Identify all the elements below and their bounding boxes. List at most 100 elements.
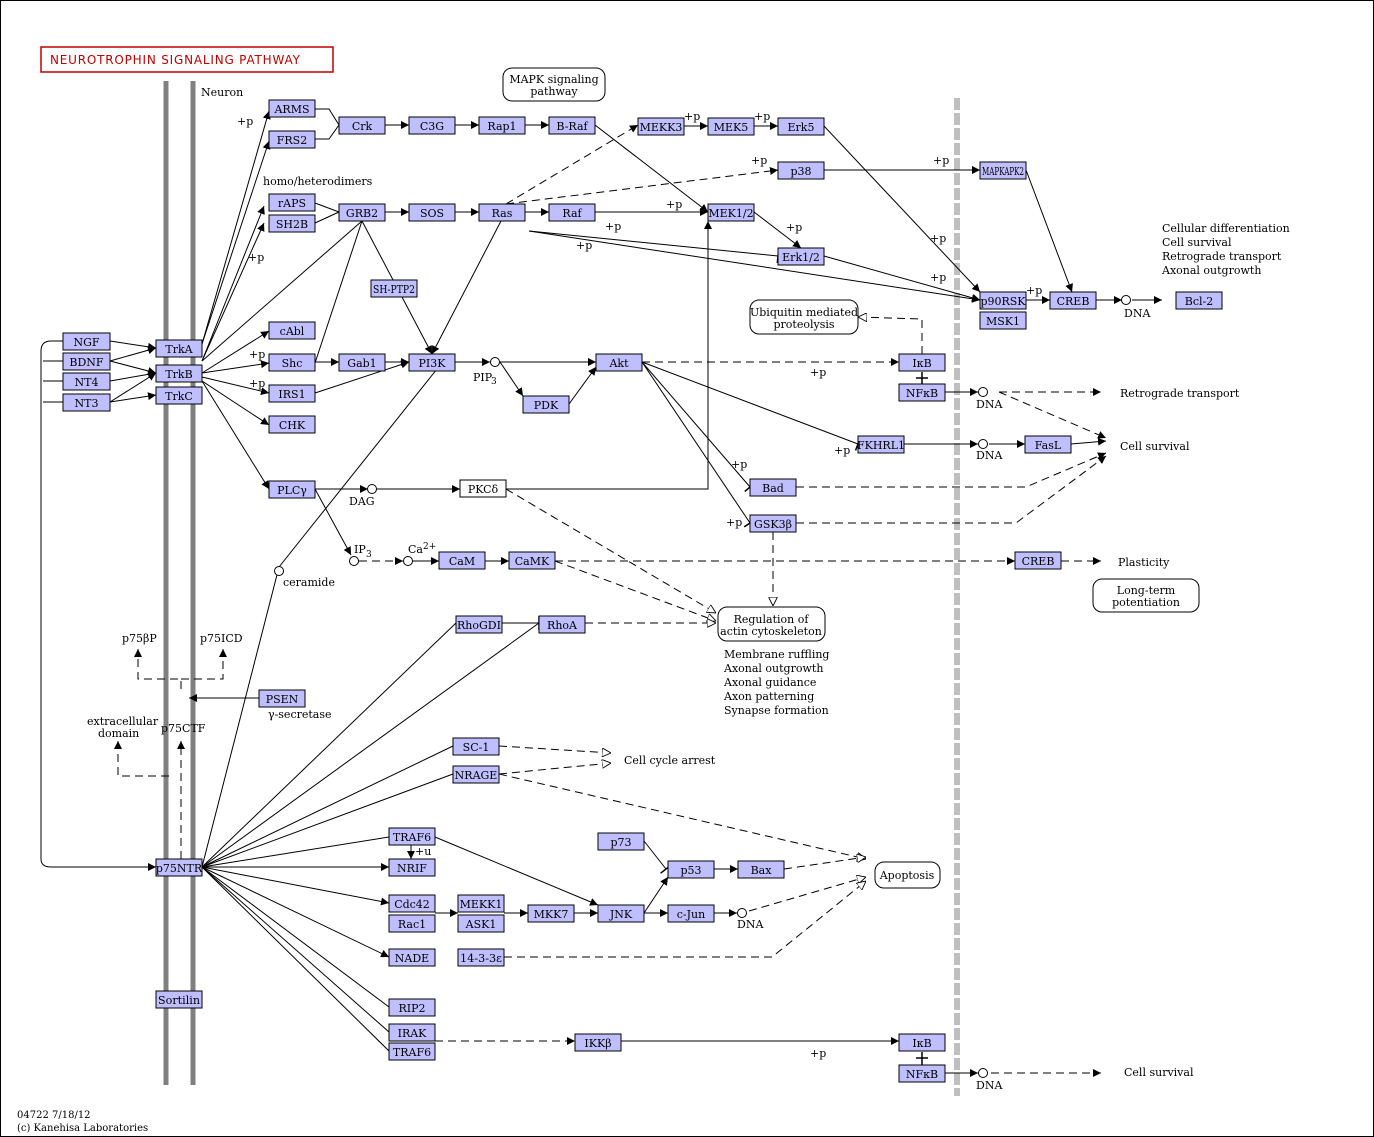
gene-cdc42-box[interactable]: Cdc42	[388, 894, 436, 913]
gene-rhogdi-box[interactable]: RhoGDI	[455, 615, 503, 634]
gene-bax-box[interactable]: Bax	[737, 860, 785, 879]
gene-sos-box[interactable]: SOS	[408, 203, 456, 222]
gene-pi3k-box[interactable]: PI3K	[408, 353, 456, 372]
edge-65	[641, 361, 756, 493]
gene-sh-ptp2-box[interactable]: SH-PTP2	[370, 279, 418, 298]
gene-arms-box[interactable]: ARMS	[268, 99, 316, 118]
long-term-potentiation-link[interactable]: Long-term potentiation	[1092, 578, 1200, 613]
gene-14-3-3-box[interactable]: 14-3-3ε	[457, 948, 505, 967]
gene-p75ntr-box[interactable]: p75NTR	[155, 858, 203, 877]
gene-p53-box[interactable]: p53	[667, 860, 715, 879]
gene-creb-box[interactable]: CREB	[1014, 551, 1062, 570]
gene-p90rsk-box[interactable]: p90RSK	[979, 291, 1027, 310]
gene-rhoa-box[interactable]: RhoA	[538, 615, 586, 634]
label-synapse: Synapse formation	[724, 704, 829, 717]
gene-label: IRAK	[398, 1027, 428, 1040]
gene-creb-box[interactable]: CREB	[1049, 291, 1097, 310]
gene-fkhrl1-box[interactable]: FKHRL1	[857, 435, 905, 454]
gene-pdk-box[interactable]: PDK	[522, 395, 570, 414]
gene-trkb-box[interactable]: TrkB	[155, 364, 203, 383]
gene-ikk-box[interactable]: IKKβ	[574, 1033, 622, 1052]
gene-rap1-box[interactable]: Rap1	[478, 116, 526, 135]
gene-nf-b-box[interactable]: NFκB	[898, 1064, 946, 1083]
edge-73	[314, 488, 352, 556]
gene-pkc-box[interactable]: PKCδ	[459, 479, 507, 498]
gene-nt4-box[interactable]: NT4	[62, 372, 111, 391]
gene-erk1-2-box[interactable]: Erk1/2	[777, 247, 825, 266]
gene-label: TRAF6	[393, 1046, 431, 1059]
gene-mek5-box[interactable]: MEK5	[707, 117, 755, 136]
edge-79	[554, 560, 716, 621]
ubiquitin-proteolysis-link[interactable]: Ubiquitin mediated proteolysis	[749, 299, 859, 335]
gene-erk5-box[interactable]: Erk5	[777, 117, 825, 136]
gene-mek1-2-box[interactable]: MEK1/2	[707, 203, 755, 222]
label-plus-p: +p	[666, 198, 682, 211]
gene-sortilin-box[interactable]: Sortilin	[155, 990, 203, 1009]
gene-trkc-box[interactable]: TrkC	[155, 386, 203, 405]
gene-psen-box[interactable]: PSEN	[258, 689, 306, 708]
gene-label: C3G	[420, 120, 444, 133]
gene-c-jun-box[interactable]: c-Jun	[667, 904, 715, 923]
gene-irak-box[interactable]: IRAK	[388, 1023, 436, 1042]
gene-ras-box[interactable]: Ras	[478, 203, 526, 222]
edge-95	[498, 763, 611, 775]
gene-bcl-2-box[interactable]: Bcl-2	[1175, 291, 1223, 310]
gene-grb2-box[interactable]: GRB2	[338, 203, 386, 222]
gene-label: Gab1	[347, 357, 376, 370]
gene-raps-box[interactable]: rAPS	[268, 193, 316, 212]
gene-p38-box[interactable]: p38	[777, 161, 825, 180]
gene-nrage-box[interactable]: NRAGE	[452, 765, 500, 784]
actin-cytoskeleton-link[interactable]: Regulation of actin cytoskeleton	[717, 606, 826, 642]
gene-c3g-box[interactable]: C3G	[408, 116, 456, 135]
gene-ngf-box[interactable]: NGF	[62, 332, 111, 351]
gene-camk-box[interactable]: CaMK	[508, 551, 556, 570]
gene-i-b-box[interactable]: IκB	[898, 353, 946, 372]
gene-ask1-box[interactable]: ASK1	[457, 914, 505, 933]
gene-cam-box[interactable]: CaM	[438, 551, 486, 570]
edge-55	[568, 366, 597, 405]
compound-circle	[274, 566, 284, 576]
gene-shc-box[interactable]: Shc	[268, 353, 316, 372]
gene-mapkapk2-box[interactable]: MAPKAPK2	[979, 161, 1027, 180]
gene-traf6-box[interactable]: TRAF6	[388, 827, 436, 846]
gene-nf-b-box[interactable]: NFκB	[898, 383, 946, 402]
gene-mekk3-box[interactable]: MEKK3	[637, 117, 685, 136]
gene-bad-box[interactable]: Bad	[749, 478, 797, 497]
gene-crk-box[interactable]: Crk	[338, 116, 386, 135]
gene-label: p90RSK	[980, 295, 1026, 308]
edge-48	[201, 220, 363, 362]
gene-chk-box[interactable]: CHK	[268, 415, 316, 434]
gene-mekk1-box[interactable]: MEKK1	[457, 894, 505, 913]
gene-fasl-box[interactable]: FasL	[1024, 435, 1072, 454]
gene-nrif-box[interactable]: NRIF	[388, 858, 436, 877]
gene-plc-box[interactable]: PLCγ	[268, 480, 316, 499]
gene-label: TrkB	[165, 368, 192, 381]
gene-jnk-box[interactable]: JNK	[597, 904, 645, 923]
gene-sc-1-box[interactable]: SC-1	[452, 737, 500, 756]
gene-nade-box[interactable]: NADE	[388, 948, 436, 967]
gene-mkk7-box[interactable]: MKK7	[527, 904, 575, 923]
gene-p73-box[interactable]: p73	[597, 832, 645, 851]
gene-label: SC-1	[463, 741, 490, 754]
gene-bdnf-box[interactable]: BDNF	[62, 352, 111, 371]
gene-raf-box[interactable]: Raf	[548, 203, 596, 222]
gene-frs2-box[interactable]: FRS2	[268, 130, 316, 149]
gene-gab1-box[interactable]: Gab1	[338, 353, 386, 372]
gene-cabl-box[interactable]: cAbl	[268, 321, 316, 340]
gene-traf6-box[interactable]: TRAF6	[388, 1042, 436, 1061]
gene-akt-box[interactable]: Akt	[595, 353, 643, 372]
gene-rip2-box[interactable]: RIP2	[388, 998, 436, 1017]
gene-irs1-box[interactable]: IRS1	[268, 384, 316, 403]
gene-i-b-box[interactable]: IκB	[898, 1033, 946, 1052]
gene-b-raf-box[interactable]: B-Raf	[548, 116, 596, 135]
gene-nt3-box[interactable]: NT3	[62, 393, 111, 412]
gene-label: IKKβ	[584, 1037, 611, 1050]
mapk-signaling-link[interactable]: MAPK signaling pathway	[502, 67, 606, 102]
gene-gsk3-box[interactable]: GSK3β	[749, 514, 797, 533]
gene-label: p38	[790, 165, 811, 178]
gene-trka-box[interactable]: TrkA	[155, 339, 203, 358]
gene-sh2b-box[interactable]: SH2B	[268, 214, 316, 233]
gene-msk1-box[interactable]: MSK1	[979, 311, 1027, 330]
gene-rac1-box[interactable]: Rac1	[388, 914, 436, 933]
edge-91	[114, 741, 169, 777]
